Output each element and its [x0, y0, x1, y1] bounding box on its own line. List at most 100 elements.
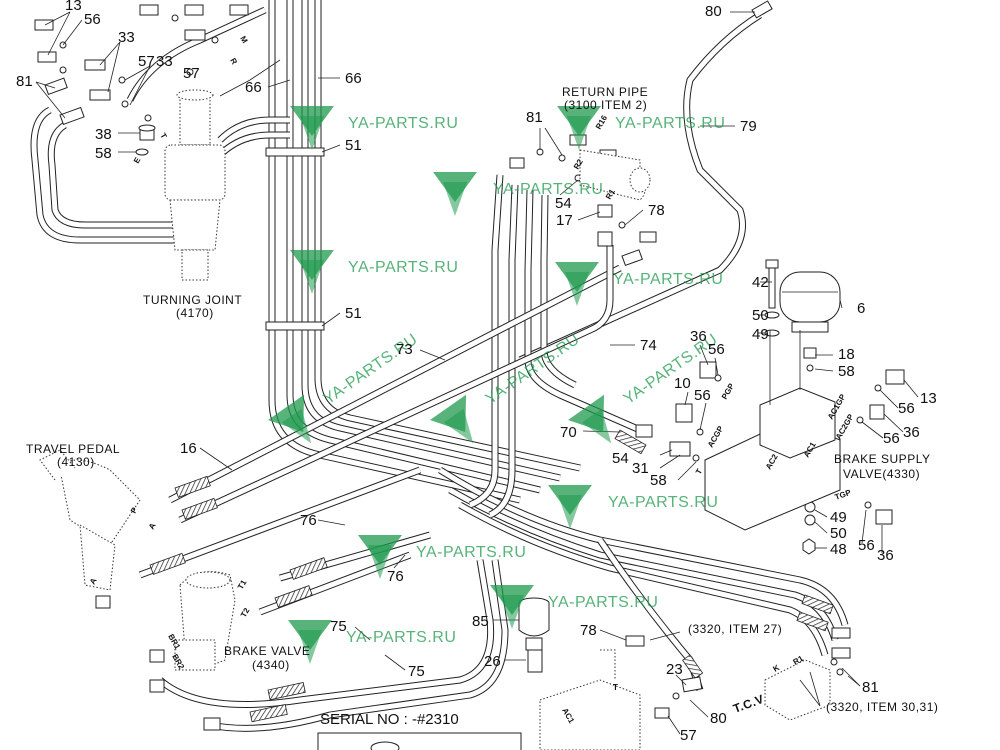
port-t-bsv: T: [694, 467, 704, 476]
tcv-block: [764, 659, 831, 721]
callout-56-d: 56: [898, 400, 915, 417]
callout-80-b: 80: [710, 710, 727, 727]
travel-pedal: [39, 449, 141, 591]
callout-57-b: 57: [183, 65, 200, 82]
callout-78-b: 78: [580, 622, 597, 639]
svg-text:YA-PARTS.RU: YA-PARTS.RU: [608, 494, 718, 511]
svg-text:YA-PARTS.RU: YA-PARTS.RU: [613, 271, 723, 288]
callout-6: 6: [857, 300, 865, 317]
callout-33: 33: [118, 29, 135, 46]
svg-text:YA-PARTS.RU: YA-PARTS.RU: [548, 594, 658, 611]
svg-text:YA-PARTS.RU: YA-PARTS.RU: [416, 544, 526, 561]
watermark-10: YA-PARTS.RU: [358, 535, 526, 579]
label-brake-valve: BRAKE VALVE: [224, 644, 310, 658]
hose-73: [168, 264, 622, 504]
callout-31: 31: [632, 460, 649, 477]
accumulator-6: [779, 271, 841, 333]
caption-labels: RETURN PIPE (3100 ITEM 2) TURNING JOINT …: [26, 85, 938, 728]
hose-loop-left-turning-joint: [30, 6, 290, 244]
washer-58-top: [135, 148, 149, 156]
svg-text:YA-PARTS.RU: YA-PARTS.RU: [493, 181, 603, 198]
label-brake-valve-ref: (4340): [252, 658, 290, 672]
callout-79: 79: [740, 118, 757, 135]
callout-54: 54: [555, 195, 572, 212]
port-k: K: [772, 663, 782, 674]
port-a: A: [147, 521, 158, 531]
port-p: P: [129, 505, 140, 515]
callout-56-b: 56: [708, 341, 725, 358]
callout-66: 66: [345, 70, 362, 87]
label-return-pipe: RETURN PIPE: [562, 85, 648, 99]
label-return-pipe-ref: (3100 ITEM 2): [564, 98, 647, 112]
callout-54-b: 54: [612, 450, 629, 467]
callout-10: 10: [674, 375, 691, 392]
label-turning-joint: TURNING JOINT: [143, 293, 242, 307]
hose-75: [157, 559, 509, 732]
callout-81-c: 81: [862, 679, 879, 696]
svg-text:YA-PARTS.RU: YA-PARTS.RU: [348, 259, 458, 276]
callout-42: 42: [752, 274, 769, 291]
port-acgp: ACGP: [706, 424, 726, 449]
callout-13: 13: [65, 0, 82, 14]
callout-49-b: 49: [830, 509, 847, 526]
label-turning-joint-ref: (4170): [176, 306, 214, 320]
callout-58-b: 58: [838, 363, 855, 380]
callout-74: 74: [640, 337, 657, 354]
callout-36: 36: [690, 328, 707, 345]
svg-text:YA-PARTS.RU: YA-PARTS.RU: [348, 115, 458, 132]
filter-85: [518, 597, 550, 651]
callout-48: 48: [830, 541, 847, 558]
callout-50: 50: [752, 307, 769, 324]
port-r16: R16: [594, 113, 609, 131]
callout-57-c: 57: [680, 727, 697, 744]
port-pgp: PGP: [720, 381, 737, 401]
callout-76: 76: [300, 512, 317, 529]
port-a2: A: [88, 576, 99, 586]
callout-81-b: 81: [526, 109, 543, 126]
hose-16: [138, 466, 422, 579]
hose-clamp-51-upper: [265, 147, 325, 157]
callout-56-e: 56: [883, 430, 900, 447]
callout-75: 75: [330, 618, 347, 635]
port-t2: T2: [239, 606, 252, 619]
watermark-12: YA-PARTS.RU: [288, 620, 456, 664]
label-ref-3320-27: (3320, ITEM 27): [688, 622, 782, 636]
callout-16: 16: [180, 440, 197, 457]
port-r: R: [228, 57, 239, 67]
label-travel-pedal: TRAVEL PEDAL: [26, 442, 120, 456]
port-ac2gp: AC2GP: [834, 412, 856, 441]
label-brake-supply-valve-2: VALVE(4330): [843, 467, 920, 481]
port-e: E: [132, 155, 143, 165]
port-t-ac: T: [613, 683, 618, 692]
label-ref-3320-30-31: (3320, ITEM 30,31): [826, 700, 938, 714]
callout-51: 51: [345, 137, 362, 154]
hose-bundle-horizontal-right: [438, 467, 849, 657]
callout-36-c: 36: [877, 547, 894, 564]
callout-33-b: 33: [156, 53, 173, 70]
callout-56-f: 56: [858, 537, 875, 554]
watermark-1: YA-PARTS.RU: [290, 106, 458, 150]
callout-57: 57: [138, 53, 155, 70]
svg-text:YA-PARTS.RU: YA-PARTS.RU: [346, 629, 456, 646]
return-pipe: [579, 149, 651, 201]
callout-78: 78: [648, 202, 665, 219]
braided-hose-ends: [149, 429, 834, 723]
callout-58-c: 58: [650, 472, 667, 489]
callout-13-b: 13: [920, 390, 937, 407]
callout-73: 73: [396, 341, 413, 358]
hose-79-return: [518, 12, 762, 364]
watermark-2: YA-PARTS.RU: [433, 172, 603, 216]
svg-text:YA-PARTS.RU: YA-PARTS.RU: [615, 115, 725, 132]
callout-56-c: 56: [694, 387, 711, 404]
port-m: M: [238, 35, 249, 46]
callout-23: 23: [666, 661, 683, 678]
label-brake-supply-valve: BRAKE SUPPLY: [834, 452, 930, 466]
label-travel-pedal-ref: (4130): [57, 455, 95, 469]
port-t1: T1: [236, 578, 249, 591]
cap-38: [138, 124, 156, 141]
callout-36-b: 36: [903, 424, 920, 441]
callout-70: 70: [560, 424, 577, 441]
callout-56: 56: [84, 11, 101, 28]
callout-38: 38: [95, 126, 112, 143]
